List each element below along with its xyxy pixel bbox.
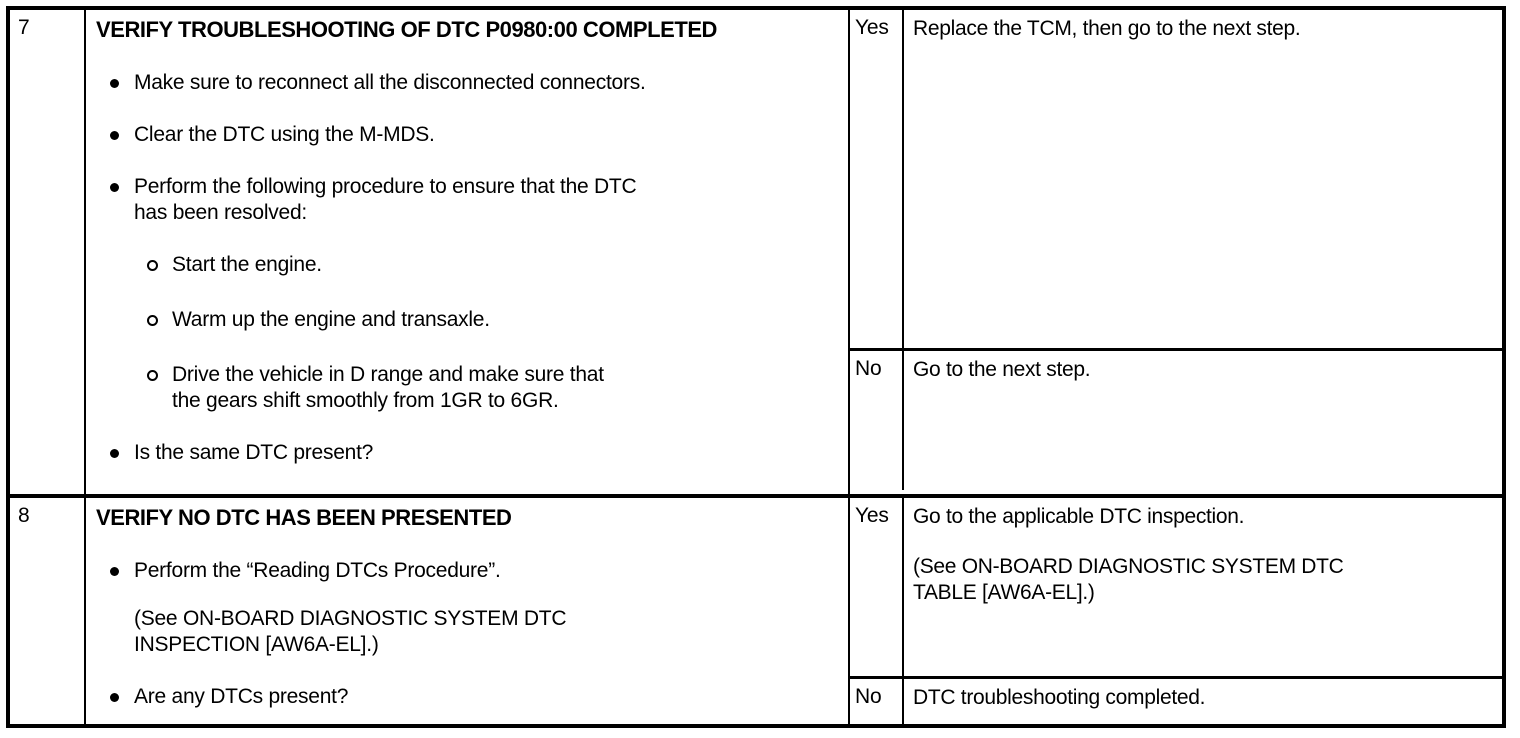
- list-item-text-line1: Perform the following procedure to ensur…: [134, 175, 637, 198]
- list-item-text: Start the engine.: [172, 253, 322, 276]
- reference-note-line1: (See ON-BOARD DIAGNOSTIC SYSTEM DTC: [134, 607, 567, 630]
- procedure-cell: VERIFY NO DTC HAS BEEN PRESENTED Perform…: [86, 498, 850, 724]
- answer-action-line: Replace the TCM, then go to the next ste…: [913, 17, 1301, 40]
- reference-note-line2: TABLE [AW6A-EL].): [913, 581, 1095, 604]
- list-item-text-line1: Drive the vehicle in D range and make su…: [172, 363, 604, 386]
- answer-action-text: Go to the applicable DTC inspection. (Se…: [904, 498, 1502, 676]
- procedure-bullet-list: Make sure to reconnect all the disconnec…: [96, 70, 834, 466]
- list-item: Perform the “Reading DTCs Procedure”. (S…: [96, 558, 834, 658]
- bullet-dot-icon: [110, 693, 119, 702]
- list-item: Warm up the engine and transaxle.: [134, 307, 834, 333]
- list-item-text-line2: has been resolved:: [134, 201, 307, 224]
- bullet-dot-icon: [110, 131, 119, 140]
- step-number: 7: [18, 16, 30, 39]
- step-number: 8: [18, 504, 30, 527]
- answer-action-line: Go to the applicable DTC inspection.: [913, 505, 1245, 528]
- list-item-text: Clear the DTC using the M-MDS.: [134, 123, 435, 146]
- procedure-title: VERIFY NO DTC HAS BEEN PRESENTED: [96, 505, 512, 530]
- answer-action-line: Go to the next step.: [913, 358, 1091, 381]
- procedure-cell: VERIFY TROUBLESHOOTING OF DTC P0980:00 C…: [86, 10, 850, 494]
- table-row: 8 VERIFY NO DTC HAS BEEN PRESENTED Perfo…: [10, 494, 1502, 724]
- answer-action-text: Replace the TCM, then go to the next ste…: [904, 10, 1502, 348]
- list-item: Drive the vehicle in D range and make su…: [134, 362, 834, 414]
- list-item-text: Are any DTCs present?: [134, 685, 349, 708]
- list-item: Are any DTCs present?: [96, 684, 834, 710]
- answer-block-no: No DTC troubleshooting completed.: [850, 676, 1502, 724]
- answer-block-yes: Yes Replace the TCM, then go to the next…: [850, 10, 1502, 348]
- bullet-dot-icon: [110, 567, 119, 576]
- answer-action-text: DTC troubleshooting completed.: [904, 679, 1502, 724]
- answer-action-line: DTC troubleshooting completed.: [913, 686, 1206, 709]
- answer-reference-note: (See ON-BOARD DIAGNOSTIC SYSTEM DTC TABL…: [913, 554, 1492, 606]
- list-item-text-line2: the gears shift smoothly from 1GR to 6GR…: [172, 389, 559, 412]
- answer-label: No: [850, 351, 904, 490]
- procedure-reference-note: (See ON-BOARD DIAGNOSTIC SYSTEM DTC INSP…: [134, 606, 834, 658]
- bullet-circle-icon: [147, 370, 158, 381]
- dtc-troubleshooting-table: 7 VERIFY TROUBLESHOOTING OF DTC P0980:00…: [6, 6, 1506, 728]
- procedure-sub-bullet-list: Start the engine. Warm up the engine and…: [134, 252, 834, 414]
- answers-cell: Yes Replace the TCM, then go to the next…: [850, 10, 1502, 494]
- step-number-cell: 7: [10, 10, 86, 494]
- list-item: Make sure to reconnect all the disconnec…: [96, 70, 834, 96]
- procedure-title: VERIFY TROUBLESHOOTING OF DTC P0980:00 C…: [96, 17, 717, 42]
- procedure-bullet-list: Perform the “Reading DTCs Procedure”. (S…: [96, 558, 834, 710]
- list-item: Clear the DTC using the M-MDS.: [96, 122, 834, 148]
- answer-block-yes: Yes Go to the applicable DTC inspection.…: [850, 498, 1502, 676]
- answers-cell: Yes Go to the applicable DTC inspection.…: [850, 498, 1502, 724]
- bullet-dot-icon: [110, 449, 119, 458]
- list-item: Perform the following procedure to ensur…: [96, 174, 834, 414]
- list-item-text: Make sure to reconnect all the disconnec…: [134, 71, 646, 94]
- reference-note-line1: (See ON-BOARD DIAGNOSTIC SYSTEM DTC: [913, 555, 1344, 578]
- list-item: Start the engine.: [134, 252, 834, 278]
- answer-action-text: Go to the next step.: [904, 351, 1502, 490]
- reference-note-line2: INSPECTION [AW6A-EL].): [134, 633, 379, 656]
- answer-label: Yes: [850, 498, 904, 676]
- answer-label: Yes: [850, 10, 904, 348]
- bullet-dot-icon: [110, 183, 119, 192]
- bullet-dot-icon: [110, 79, 119, 88]
- bullet-circle-icon: [147, 315, 158, 326]
- answer-label: No: [850, 679, 904, 724]
- list-item-text: Is the same DTC present?: [134, 441, 374, 464]
- list-item: Is the same DTC present?: [96, 440, 834, 466]
- answer-block-no: No Go to the next step.: [850, 348, 1502, 490]
- list-item-text: Perform the “Reading DTCs Procedure”.: [134, 559, 501, 582]
- table-row: 7 VERIFY TROUBLESHOOTING OF DTC P0980:00…: [10, 10, 1502, 494]
- list-item-text: Warm up the engine and transaxle.: [172, 308, 490, 331]
- step-number-cell: 8: [10, 498, 86, 724]
- bullet-circle-icon: [147, 260, 158, 271]
